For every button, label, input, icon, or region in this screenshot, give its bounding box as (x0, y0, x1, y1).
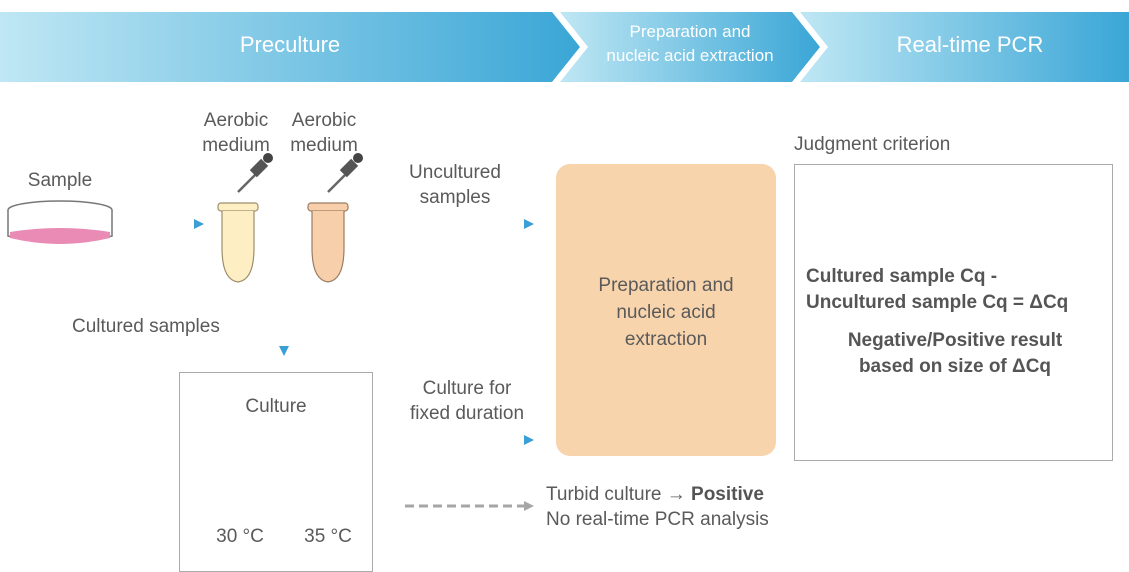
culture-fixed-line2: fixed duration (409, 403, 525, 424)
culture-temp2: 35 °C (304, 526, 352, 547)
judgment-formula: Cultured sample Cq - Uncultured sample C… (806, 264, 1106, 316)
prep-line3: extraction (624, 329, 708, 350)
judgment-formula-line1: Cultured sample Cq - (806, 266, 998, 287)
cultured-label: Cultured samples (72, 316, 220, 337)
judgment-box (794, 164, 1113, 461)
culture-box (179, 372, 373, 572)
tube1-label: Aerobic medium (196, 108, 276, 158)
culture-title: Culture (245, 396, 307, 417)
prep-line1: Preparation and (598, 275, 734, 296)
stage-preculture-label: Preculture (239, 32, 341, 57)
tube2-label: Aerobic medium (284, 108, 364, 158)
judgment-title: Judgment criterion (794, 134, 951, 155)
culture-fixed-line1: Culture for (422, 378, 512, 399)
stage-preparation-label: Preparation and nucleic acid extraction (588, 20, 792, 68)
stage-chevron-pcr (800, 12, 1129, 82)
turbid-prefix: Turbid culture → (546, 484, 692, 505)
preparation-box-text: Preparation and nucleic acid extraction (556, 272, 776, 353)
stage-preparation-line1: Preparation and (629, 22, 751, 41)
tube1-label-line2: medium (202, 135, 270, 156)
turbid-line1: Turbid culture → Positive (546, 482, 966, 507)
culture-fixed-label: Culture for fixed duration (392, 376, 542, 426)
tube1-label-line1: Aerobic (203, 110, 269, 131)
culture-temp1: 30 °C (216, 526, 264, 547)
stage-pcr-label: Real-time PCR (896, 32, 1044, 57)
preparation-box (556, 164, 776, 456)
tube2-label-line2: medium (290, 135, 358, 156)
stage-chevron-preparation (560, 12, 820, 82)
judgment-result: Negative/Positive result based on size o… (800, 328, 1110, 380)
tube-yellow-icon (217, 202, 259, 283)
judgment-formula-line2: Uncultured sample Cq = ΔCq (806, 292, 1069, 313)
turbid-positive: Positive (691, 484, 764, 505)
sample-label: Sample (27, 170, 93, 191)
prep-line2: nucleic acid (616, 302, 716, 323)
turbid-line2: No real-time PCR analysis (546, 509, 769, 530)
dropper-icon (237, 153, 273, 193)
turbid-note: Turbid culture → Positive No real-time P… (546, 482, 966, 532)
uncultured-label-line1: Uncultured (409, 162, 501, 183)
sample-dish-icon (7, 200, 113, 244)
stage-preparation-line2: nucleic acid extraction (606, 46, 774, 65)
tube2-label-line1: Aerobic (291, 110, 357, 131)
uncultured-label: Uncultured samples (390, 160, 520, 210)
uncultured-label-line2: samples (419, 187, 491, 208)
dropper-icon (327, 153, 363, 193)
stage-chevron-preculture (0, 12, 580, 82)
tube-orange-icon (307, 202, 349, 283)
judgment-result-line2: based on size of ΔCq (858, 356, 1052, 377)
judgment-result-line1: Negative/Positive result (847, 330, 1063, 351)
